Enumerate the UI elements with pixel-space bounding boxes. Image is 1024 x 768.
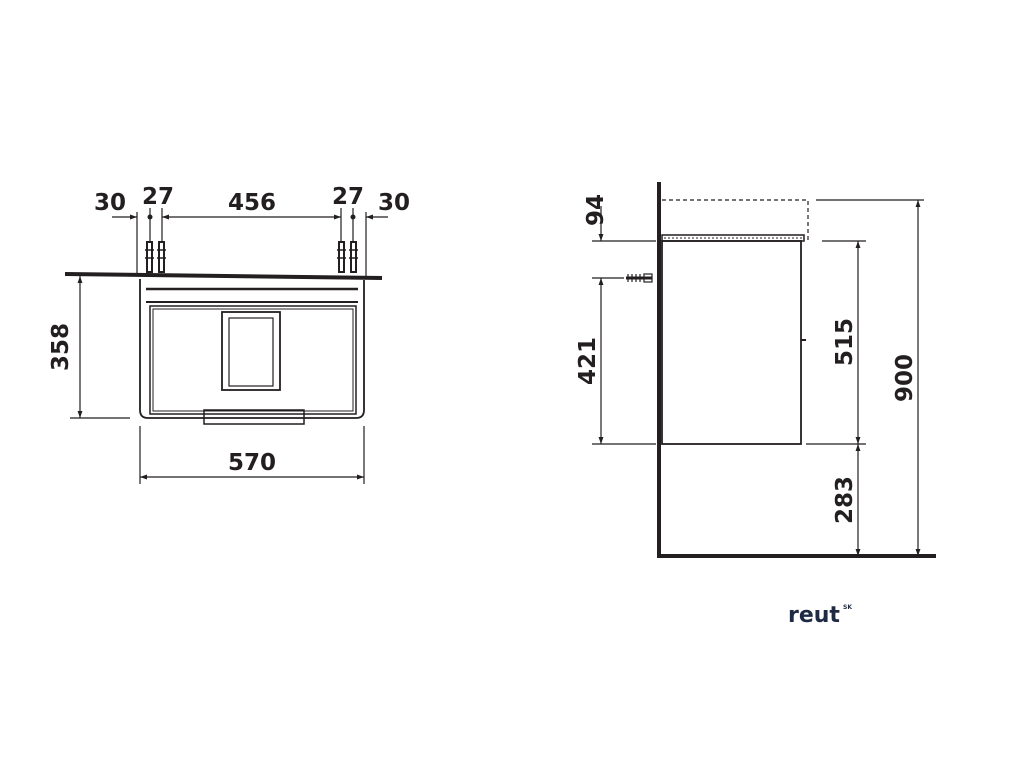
dim-width: 570 — [228, 450, 276, 476]
dim-right-gap: 30 — [378, 190, 410, 216]
dim-top-offset: 94 — [583, 194, 609, 226]
dim-floor-clearance: 283 — [832, 476, 858, 524]
dim-right-spacing: 27 — [332, 184, 364, 210]
drawer-front — [149, 305, 357, 415]
dim-left-spacing: 27 — [142, 184, 174, 210]
logo-text: reut — [788, 603, 840, 628]
dim-cabinet-height: 515 — [832, 318, 858, 366]
reut-logo: reut SK — [788, 603, 852, 628]
tap-connections-right — [337, 241, 358, 273]
basin-dashed-outline — [662, 199, 809, 240]
side-cabinet — [661, 240, 802, 445]
drawer-handle — [203, 409, 305, 425]
front-view: 30 27 456 27 30 358 570 — [48, 184, 410, 484]
side-view: 94 421 515 283 900 — [575, 182, 936, 558]
dim-mount-height: 421 — [575, 337, 601, 385]
dim-left-gap: 30 — [94, 190, 126, 216]
logo-superscript: SK — [843, 604, 852, 611]
tap-connections-left — [145, 241, 166, 273]
dim-height: 358 — [48, 323, 74, 371]
siphon-cutout — [221, 311, 281, 391]
countertop-line — [64, 272, 383, 280]
dim-total-height: 900 — [892, 354, 918, 402]
dim-center-span: 456 — [228, 190, 276, 216]
wall-bolt-icon — [626, 273, 653, 283]
cabinet-outline — [139, 279, 365, 419]
